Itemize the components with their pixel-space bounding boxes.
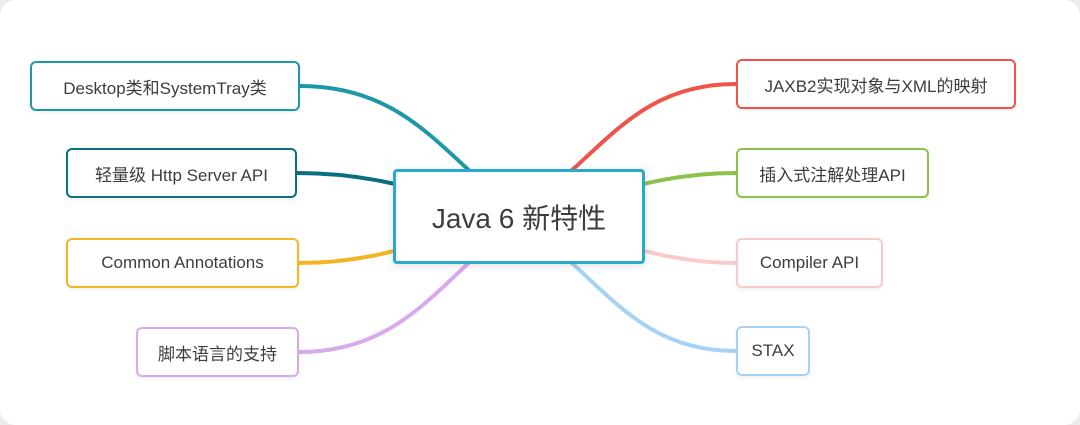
- topic-label: 插入式注解处理API: [759, 165, 906, 185]
- topic-label: 脚本语言的支持: [158, 344, 277, 364]
- topic-label: Desktop类和SystemTray类: [63, 78, 267, 98]
- topic-node-http-server-api[interactable]: 轻量级 Http Server API: [66, 148, 297, 198]
- topic-node-stax[interactable]: STAX: [736, 326, 810, 376]
- topic-label: Compiler API: [759, 253, 860, 272]
- topic-node-scripting-support[interactable]: 脚本语言的支持: [136, 327, 299, 377]
- central-topic-node[interactable]: Java 6 新特性: [393, 169, 645, 264]
- topic-node-common-annotations[interactable]: Common Annotations: [66, 238, 299, 288]
- topic-node-pluggable-annotation-api[interactable]: 插入式注解处理API: [736, 148, 929, 198]
- topic-label: STAX: [751, 341, 795, 360]
- central-topic-label: Java 6 新特性: [431, 202, 607, 234]
- topic-label: Common Annotations: [101, 253, 264, 272]
- topic-label: JAXB2实现对象与XML的映射: [764, 76, 988, 96]
- topic-node-desktop-systemtray[interactable]: Desktop类和SystemTray类: [30, 61, 300, 111]
- topic-node-jaxb2-xml-mapping[interactable]: JAXB2实现对象与XML的映射: [736, 59, 1016, 109]
- topic-node-compiler-api[interactable]: Compiler API: [736, 238, 883, 288]
- topic-label: 轻量级 Http Server API: [95, 165, 268, 185]
